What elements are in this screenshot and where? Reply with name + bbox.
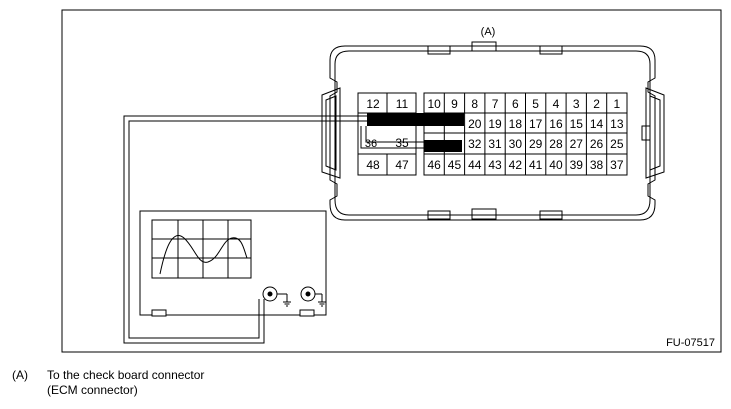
- figure-code: FU-07517: [666, 337, 715, 349]
- pin-label: 44: [468, 158, 482, 172]
- pin-label: 31: [488, 137, 502, 151]
- pin-label: 16: [549, 117, 563, 131]
- pin-label: 5: [532, 97, 539, 111]
- callout-label: (A): [481, 26, 496, 38]
- pin-label: 38: [590, 158, 604, 172]
- waveform-trace: [159, 235, 248, 275]
- legend-entry: (A) To the check board connector (ECM co…: [12, 368, 312, 400]
- pin-label: 8: [471, 97, 478, 111]
- pin-label: 26: [590, 137, 604, 151]
- ecm-connector: [321, 41, 665, 221]
- pin-label: 14: [590, 117, 604, 131]
- pin-label: 29: [529, 137, 543, 151]
- pin-label: 15: [570, 117, 584, 131]
- pin-label: 39: [570, 158, 584, 172]
- scope-connector-ch2: [300, 286, 326, 307]
- legend-key: (A): [12, 368, 28, 382]
- pin-label: 36: [365, 138, 377, 150]
- pin-label: 3: [573, 97, 580, 111]
- pin-label: 2: [593, 97, 600, 111]
- pin-label: 35: [395, 136, 409, 150]
- pin-label: 7: [492, 97, 499, 111]
- legend-text-line2: (ECM connector): [47, 383, 138, 397]
- signal-wires: [123, 115, 424, 344]
- pin-label: 4: [553, 97, 560, 111]
- pin-label: 19: [488, 117, 502, 131]
- pin-label: 25: [610, 137, 624, 151]
- pin-label: 10: [427, 97, 441, 111]
- pin-label: 9: [451, 97, 458, 111]
- pin-label: 48: [366, 158, 380, 172]
- pin-block-right: [423, 92, 628, 176]
- pin-label: 37: [610, 158, 624, 172]
- probe-lead-1: [367, 113, 464, 126]
- pin-label: 13: [610, 117, 624, 131]
- pin-label: 6: [512, 97, 519, 111]
- pin-label: 43: [488, 158, 502, 172]
- pin-label: 30: [509, 137, 523, 151]
- pin-label: 40: [549, 158, 563, 172]
- pin-label: 17: [529, 117, 543, 131]
- pin-label: 11: [396, 97, 409, 111]
- pin-label: 20: [468, 117, 482, 131]
- pin-label: 28: [549, 137, 563, 151]
- legend-text-line1: To the check board connector: [47, 368, 205, 382]
- pin-block-left: [357, 92, 417, 176]
- scope-connector-ch1: [262, 286, 291, 307]
- pin-label: 46: [427, 158, 441, 172]
- pin-label: 1: [614, 97, 621, 111]
- pin-label: 27: [570, 137, 584, 151]
- pin-label: 45: [448, 158, 462, 172]
- figure-frame: [61, 9, 722, 353]
- pin-label: 12: [366, 97, 380, 111]
- probe-lead-2: [424, 140, 462, 152]
- pin-label: 47: [395, 158, 409, 172]
- pin-label: 41: [529, 158, 543, 172]
- pin-label: 18: [509, 117, 523, 131]
- oscilloscope: [139, 210, 327, 317]
- pin-label: 32: [468, 137, 482, 151]
- pin-label: 42: [509, 158, 523, 172]
